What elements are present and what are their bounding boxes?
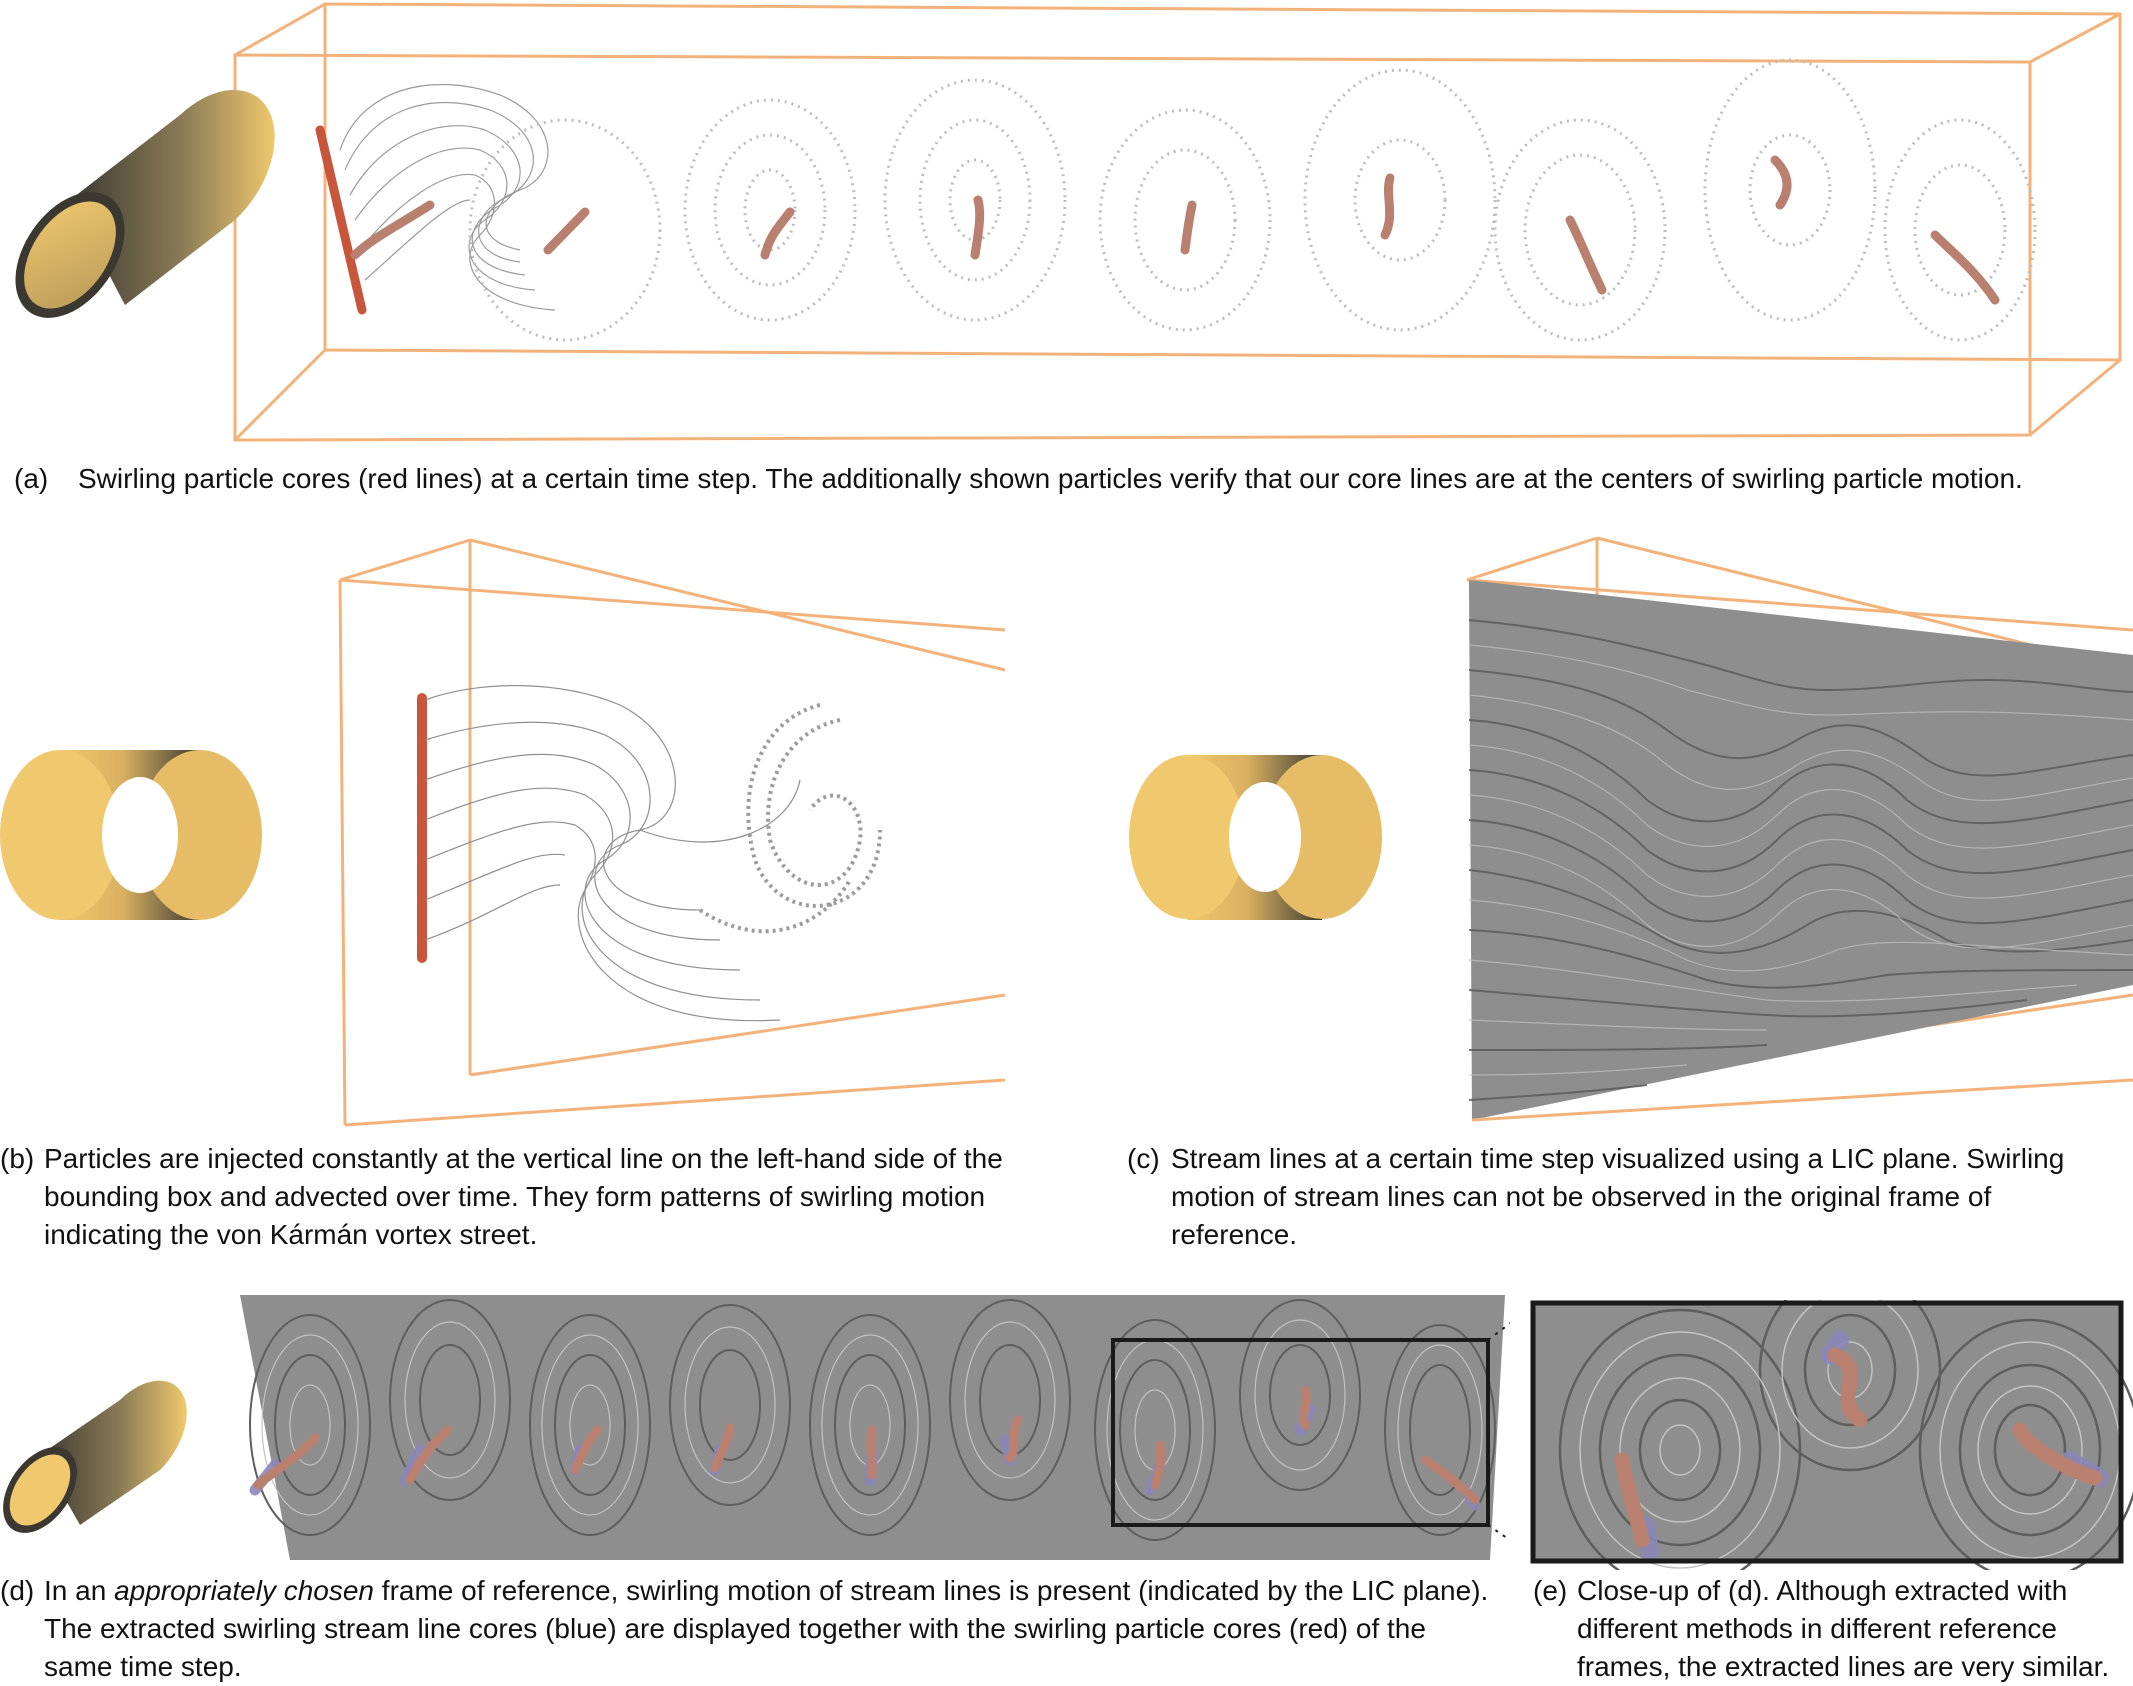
panel-e-render	[1530, 1300, 2133, 1570]
bounding-box	[233, 2, 2122, 442]
caption-e-text: Close-up of (d). Although extracted with…	[1577, 1575, 2110, 1682]
cylinder-obstacle	[1129, 755, 1382, 920]
caption-c-text: Stream lines at a certain time step visu…	[1171, 1143, 2065, 1250]
bounding-box-front	[1471, 1078, 2133, 1122]
zoom-region-frame	[1111, 1338, 1490, 1527]
caption-d-label: (d)	[0, 1575, 35, 1606]
swirling-particle-cores	[350, 155, 2000, 305]
panel-c-figure	[1127, 530, 2133, 1130]
particle-vortex-clouds	[468, 58, 2037, 342]
particle-spiral	[698, 703, 882, 934]
swirling-particle-cores	[1614, 1347, 2103, 1548]
panel-b-figure	[0, 530, 1010, 1130]
caption-a-text: Swirling particle cores (red lines) at a…	[78, 463, 2023, 494]
caption-b-text: Particles are injected constantly at the…	[44, 1143, 1003, 1250]
caption-d-emphasis: appropriately chosen	[114, 1575, 375, 1606]
caption-d-text: In an appropriately chosen frame of refe…	[44, 1572, 1494, 1686]
panel-a-figure	[0, 0, 2133, 450]
caption-e-label: (e)	[1533, 1575, 1568, 1606]
injection-line	[315, 125, 367, 315]
particle-sheet	[339, 83, 556, 311]
caption-a-label: (a)	[14, 463, 49, 494]
cylinder-obstacle	[15, 89, 275, 318]
caption-d-text-start: In an	[44, 1575, 115, 1606]
caption-d-text-end: frame of reference, swirling motion of s…	[44, 1575, 1489, 1682]
bounding-box	[338, 538, 1006, 1127]
cylinder-obstacle	[0, 750, 262, 920]
cylinder-obstacle	[3, 1380, 187, 1533]
panel-a-render	[15, 2, 2122, 442]
panel-c-render	[1129, 536, 2133, 1122]
particle-sheet	[424, 684, 801, 1022]
caption-b-label: (b)	[0, 1143, 35, 1174]
panel-d-render	[3, 1295, 1510, 1560]
lic-plane	[1468, 580, 2133, 1120]
caption-c-label: (c)	[1127, 1143, 1160, 1174]
swirling-particle-cores	[253, 1385, 1480, 1505]
close-up-frame	[1530, 1300, 2124, 1564]
panel-e-figure	[1530, 1300, 2133, 1570]
panel-b-render	[0, 538, 1006, 1127]
panel-d-figure	[0, 1290, 1510, 1570]
zoom-connector-lines	[1487, 1322, 1510, 1542]
